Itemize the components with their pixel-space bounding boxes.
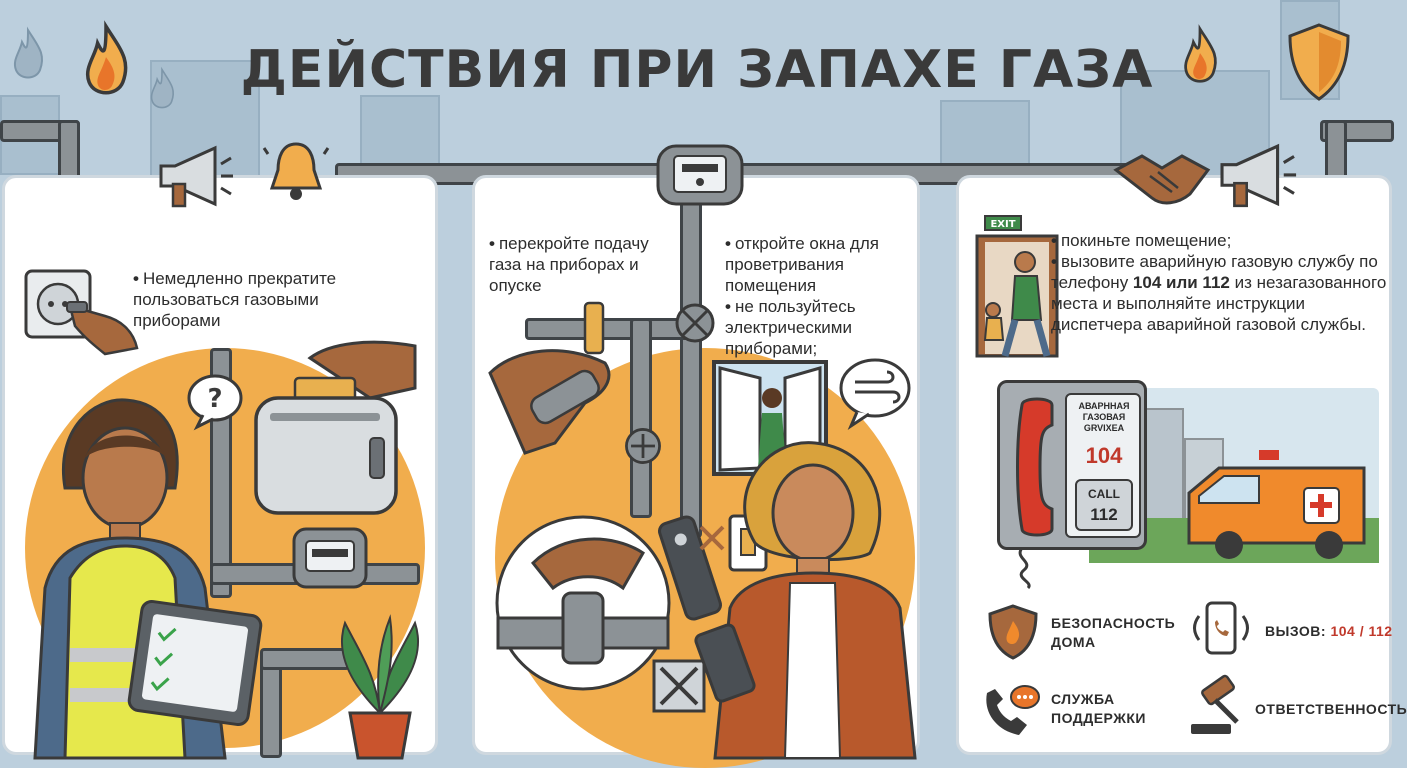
- gas-meter-icon: [656, 144, 744, 206]
- phone-cord: [1018, 547, 1031, 590]
- ambulance-icon: [1187, 450, 1366, 559]
- bullet-shut-off-gas: •перекройте подачу газа на приборах и оп…: [489, 234, 649, 295]
- phone-number-104: 104: [1085, 443, 1123, 468]
- call-label: CALL: [1088, 487, 1120, 501]
- call-label: ВЫЗОВ: 104 / 112: [1265, 623, 1393, 639]
- valve-icon: [625, 428, 661, 464]
- page-title: ДЕЙСТВИЯ ПРИ ЗАПАХЕ ГАЗА: [240, 40, 1154, 100]
- exit-sign: EXIT: [990, 219, 1015, 230]
- crossed-box-icon: [652, 659, 706, 713]
- flame-icon: [1184, 24, 1217, 83]
- inner-pipe: [630, 318, 652, 518]
- support-label: СЛУЖБА ПОДДЕРЖКИ: [1051, 691, 1146, 726]
- flame-icon: [86, 20, 128, 95]
- flame-icon: [150, 66, 175, 109]
- phone-screen: АВАРННАЯ ГАЗОВАЯ GRVIXEA 104 CALL 112: [1065, 393, 1141, 538]
- bullet-open-windows: •откройте окна для проветривания помещен…: [725, 234, 879, 295]
- exit-door-illustration: EXIT: [975, 215, 1059, 358]
- panel-shut-off-gas: •перекройте подачу газа на приборах и оп…: [472, 175, 920, 768]
- shield-flame-icon: [988, 604, 1038, 660]
- bullet-stop-using: •Немедленно прекратите пользоваться газо…: [133, 269, 337, 330]
- emergency-phone-box: АВАРННАЯ ГАЗОВАЯ GRVIXEA 104 CALL 112: [997, 380, 1147, 550]
- wind-icon: [839, 358, 911, 431]
- chat-phone-icon: [986, 685, 1040, 735]
- inner-pipe: [680, 178, 702, 538]
- emergency-numbers: 104 или 112: [1132, 273, 1230, 292]
- panel-stop-using: •Немедленно прекратите пользоваться газо…: [2, 175, 438, 760]
- bell-icon: [262, 142, 330, 200]
- safety-label: БЕЗОПАСНОСТЬ ДОМА: [1051, 615, 1176, 650]
- gavel-icon: [1191, 674, 1239, 734]
- responsibility-label: ОТВЕТСТВЕННОСТЬ: [1255, 701, 1407, 717]
- toaster-icon: [254, 340, 417, 515]
- bullet-no-electric: •не пользуйтесь электрическими приборами…: [725, 297, 856, 358]
- woman-with-tablet-illustration: [33, 398, 263, 760]
- remote-icon: [658, 515, 722, 621]
- valve-icon: [675, 303, 715, 343]
- woman-with-phone-illustration: [694, 441, 917, 760]
- bullet-leave-room: •покиньте помещение;: [1051, 231, 1232, 250]
- megaphone-icon: [159, 145, 233, 208]
- phone-handset-icon: [1016, 397, 1054, 537]
- phone-ringing-icon: [1193, 601, 1249, 655]
- gas-meter-icon: [292, 527, 368, 589]
- close-icon: [699, 525, 725, 551]
- phone-header: АВАРННАЯ ГАЗОВАЯ GRVIXEA: [1078, 401, 1130, 433]
- megaphone-icon: [1220, 143, 1297, 208]
- call-number: 112: [1090, 505, 1118, 524]
- valve-closeup-illustration: [495, 515, 671, 691]
- svg-text:?: ?: [207, 384, 222, 414]
- handshake-icon: [1113, 154, 1211, 205]
- hand-icon: [66, 301, 139, 356]
- flame-icon: [13, 26, 44, 79]
- plant-illustration: [340, 614, 420, 760]
- panel-call-emergency: EXIT •покиньте помещение; •вызовите авар…: [956, 175, 1407, 755]
- call-112-button[interactable]: CALL 112: [1075, 479, 1133, 531]
- hand-turning-valve-illustration: [488, 301, 611, 455]
- shield-icon: [1288, 23, 1350, 101]
- question-bubble-icon: ?: [187, 374, 243, 431]
- bullet-call-service: •вызовите аварийную газовую службу по те…: [1051, 252, 1387, 334]
- call-numbers: 104 / 112: [1330, 623, 1393, 639]
